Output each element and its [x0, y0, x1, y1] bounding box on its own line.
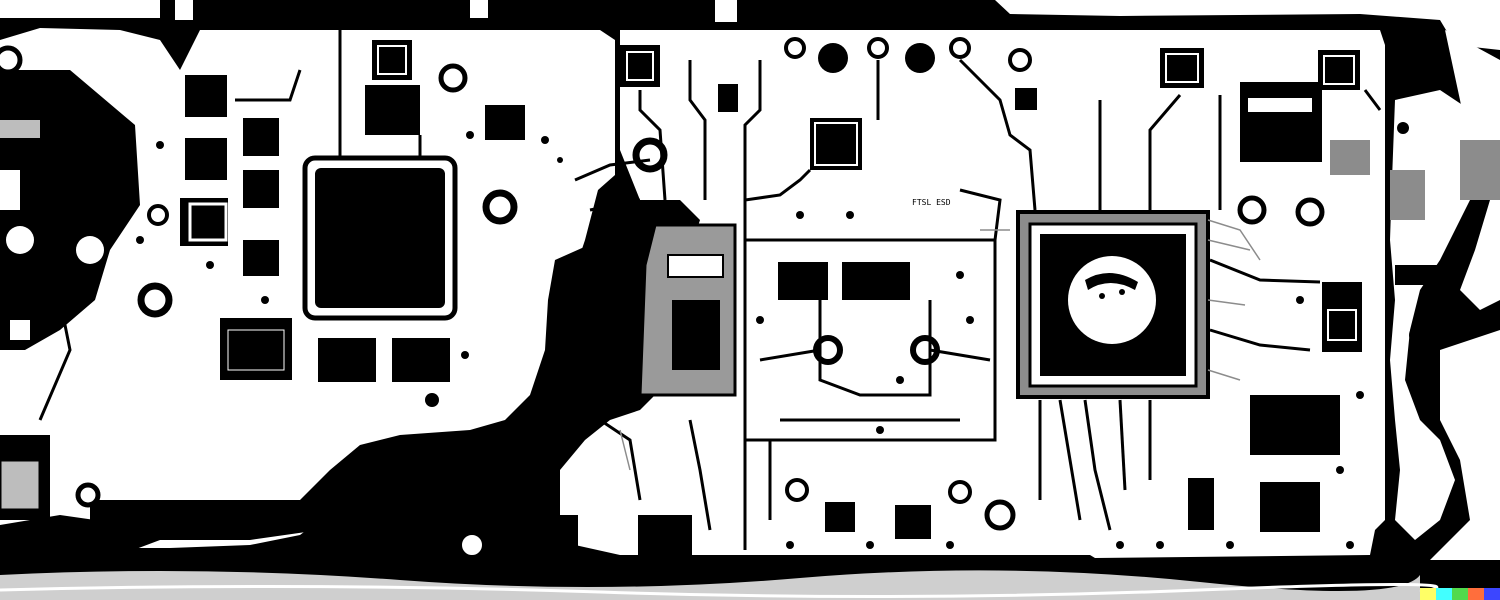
- bottom-strip: [0, 560, 1500, 600]
- central-frame: [743, 238, 997, 442]
- board-marking-text: FTSL ESD: [912, 198, 951, 207]
- round-components: [0, 37, 1461, 559]
- large-chip-right: [1016, 210, 1210, 399]
- large-chip-left: [302, 155, 458, 321]
- board-right: [560, 30, 1385, 558]
- gray-module: [638, 223, 737, 397]
- ic-highlights: [188, 45, 1357, 371]
- left-island-details: [0, 170, 104, 340]
- right-side-components: [1330, 140, 1500, 285]
- top-edge-scraps: [0, 0, 1500, 50]
- vias: [136, 131, 1364, 556]
- left-edge-components: [0, 120, 50, 520]
- color-strip-logo-icon: [1420, 588, 1500, 600]
- traces: [38, 30, 1382, 550]
- gray-trace-texture: [619, 219, 1261, 471]
- diagonal-trace-band: [90, 200, 665, 555]
- left-black-island: [0, 70, 140, 350]
